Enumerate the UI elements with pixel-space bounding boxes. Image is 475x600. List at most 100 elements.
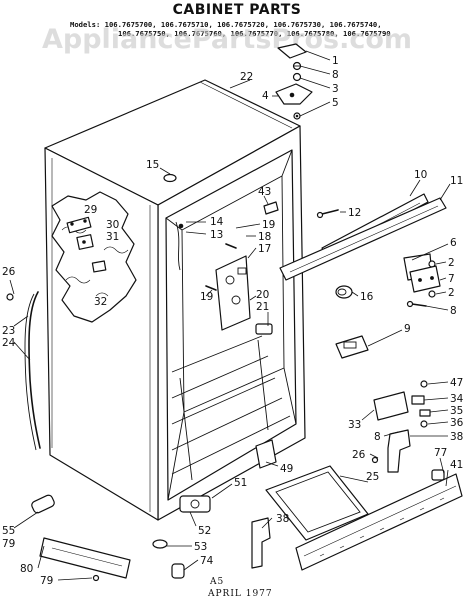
caster-55 — [31, 494, 55, 514]
callout: 13 — [210, 229, 223, 241]
callout: 5 — [332, 97, 339, 109]
callout: 8 — [332, 69, 339, 81]
callout: 33 — [348, 419, 361, 431]
callout: 6 — [450, 237, 457, 249]
callout: 19 — [262, 219, 275, 231]
callout: 24 — [2, 337, 16, 349]
screw-12 — [316, 209, 339, 219]
callout: 36 — [450, 417, 464, 429]
callout: 11 — [450, 175, 463, 187]
callout-numbers: 1 8 3 4 5 22 15 43 10 11 12 29 30 31 14 … — [2, 55, 464, 587]
screw-26 — [6, 293, 14, 301]
drain-pan-25 — [265, 465, 369, 541]
callout: 52 — [198, 525, 211, 537]
watermark: AppliancePartsPros.com — [42, 24, 412, 55]
callout: 22 — [240, 71, 253, 83]
screws-8 — [292, 61, 302, 82]
foot-53 — [152, 539, 168, 549]
callout: 43 — [258, 186, 271, 198]
callout: 17 — [258, 243, 271, 255]
model-numbers-line-1: Models: 106.7675700, 106.7675710, 106.76… — [70, 20, 382, 29]
callout: 30 — [106, 219, 119, 231]
top-hinge-4 — [275, 83, 313, 105]
callout: 29 — [84, 204, 97, 216]
callout: 26 — [352, 449, 366, 461]
leader-lines — [9, 50, 451, 581]
base-rail-80 — [39, 537, 131, 579]
callout: 25 — [366, 471, 379, 483]
callout: 32 — [94, 296, 107, 308]
control-bracket-17 — [215, 255, 251, 331]
callout: 26 — [2, 266, 16, 278]
bracket-38-upper — [387, 429, 411, 473]
callout: 2 — [448, 287, 455, 299]
drain-tube-23-24 — [24, 291, 41, 451]
callout: 55 — [2, 525, 15, 537]
callout: 2 — [448, 257, 455, 269]
callout: 7 — [448, 273, 455, 285]
callout: 19 — [200, 291, 213, 303]
cover-49 — [255, 439, 277, 469]
callout: 77 — [434, 447, 447, 459]
callout: 53 — [194, 541, 207, 553]
leveling-foot-77 — [431, 469, 445, 481]
thermostat-knob-21 — [255, 323, 273, 335]
callout: 18 — [258, 231, 271, 243]
callout: 38 — [276, 513, 289, 525]
clips-35-36 — [419, 409, 431, 428]
callout: 41 — [450, 459, 463, 471]
callout: 31 — [106, 231, 119, 243]
callout: 8 — [450, 305, 457, 317]
latch-9 — [335, 335, 369, 359]
latch-bracket-33 — [373, 391, 409, 421]
callout: 1 — [332, 55, 339, 67]
footer-date: APRIL 1977 — [207, 589, 273, 599]
callout: 79 — [2, 538, 15, 550]
callout: 74 — [200, 555, 214, 567]
callout: 10 — [414, 169, 427, 181]
hinge-cover-1 — [277, 43, 307, 59]
door-rail-11 — [279, 197, 447, 281]
bracket-38-lower — [251, 517, 271, 569]
wire-harness-14-13 — [175, 221, 184, 271]
callout: 47 — [450, 377, 463, 389]
callout: 20 — [256, 289, 269, 301]
kick-plate-41 — [295, 473, 463, 571]
bracket-30-31 — [76, 234, 94, 250]
callout: 15 — [146, 159, 159, 171]
screw-79-lower — [92, 574, 100, 582]
callout: 34 — [450, 393, 464, 405]
callout: 12 — [348, 207, 361, 219]
model-numbers-line-2: 106.7675750, 106.7675760, 106.7675770, 1… — [118, 29, 391, 38]
callout: 3 — [332, 83, 339, 95]
callout: 23 — [2, 325, 15, 337]
screw-8-right — [406, 300, 427, 308]
callout: 9 — [404, 323, 411, 335]
footer-code: A5 — [209, 577, 224, 587]
leveler-74 — [171, 563, 185, 579]
callout: 21 — [256, 301, 269, 313]
callout: 16 — [360, 291, 374, 303]
callout: 79 — [40, 575, 53, 587]
callout: 51 — [234, 477, 247, 489]
callout: 14 — [210, 216, 224, 228]
hinge-plate-7 — [409, 265, 441, 293]
diagram-title: CABINET PARTS — [173, 2, 302, 18]
hinge-bracket-29 — [66, 216, 92, 234]
callout: 38 — [450, 431, 463, 443]
bumper-16 — [335, 285, 353, 299]
screw-26-lower — [371, 456, 379, 464]
clip-32 — [91, 260, 107, 273]
callout: 8 — [374, 431, 381, 443]
plug-15 — [163, 173, 177, 183]
roller-assembly-52 — [179, 495, 211, 513]
callout: 4 — [262, 90, 269, 102]
callout: 35 — [450, 405, 463, 417]
screw-19 — [205, 243, 237, 291]
clip-43 — [263, 201, 279, 215]
fastener-47-34 — [411, 380, 428, 405]
washer-5 — [293, 112, 301, 120]
callout: 80 — [20, 563, 33, 575]
